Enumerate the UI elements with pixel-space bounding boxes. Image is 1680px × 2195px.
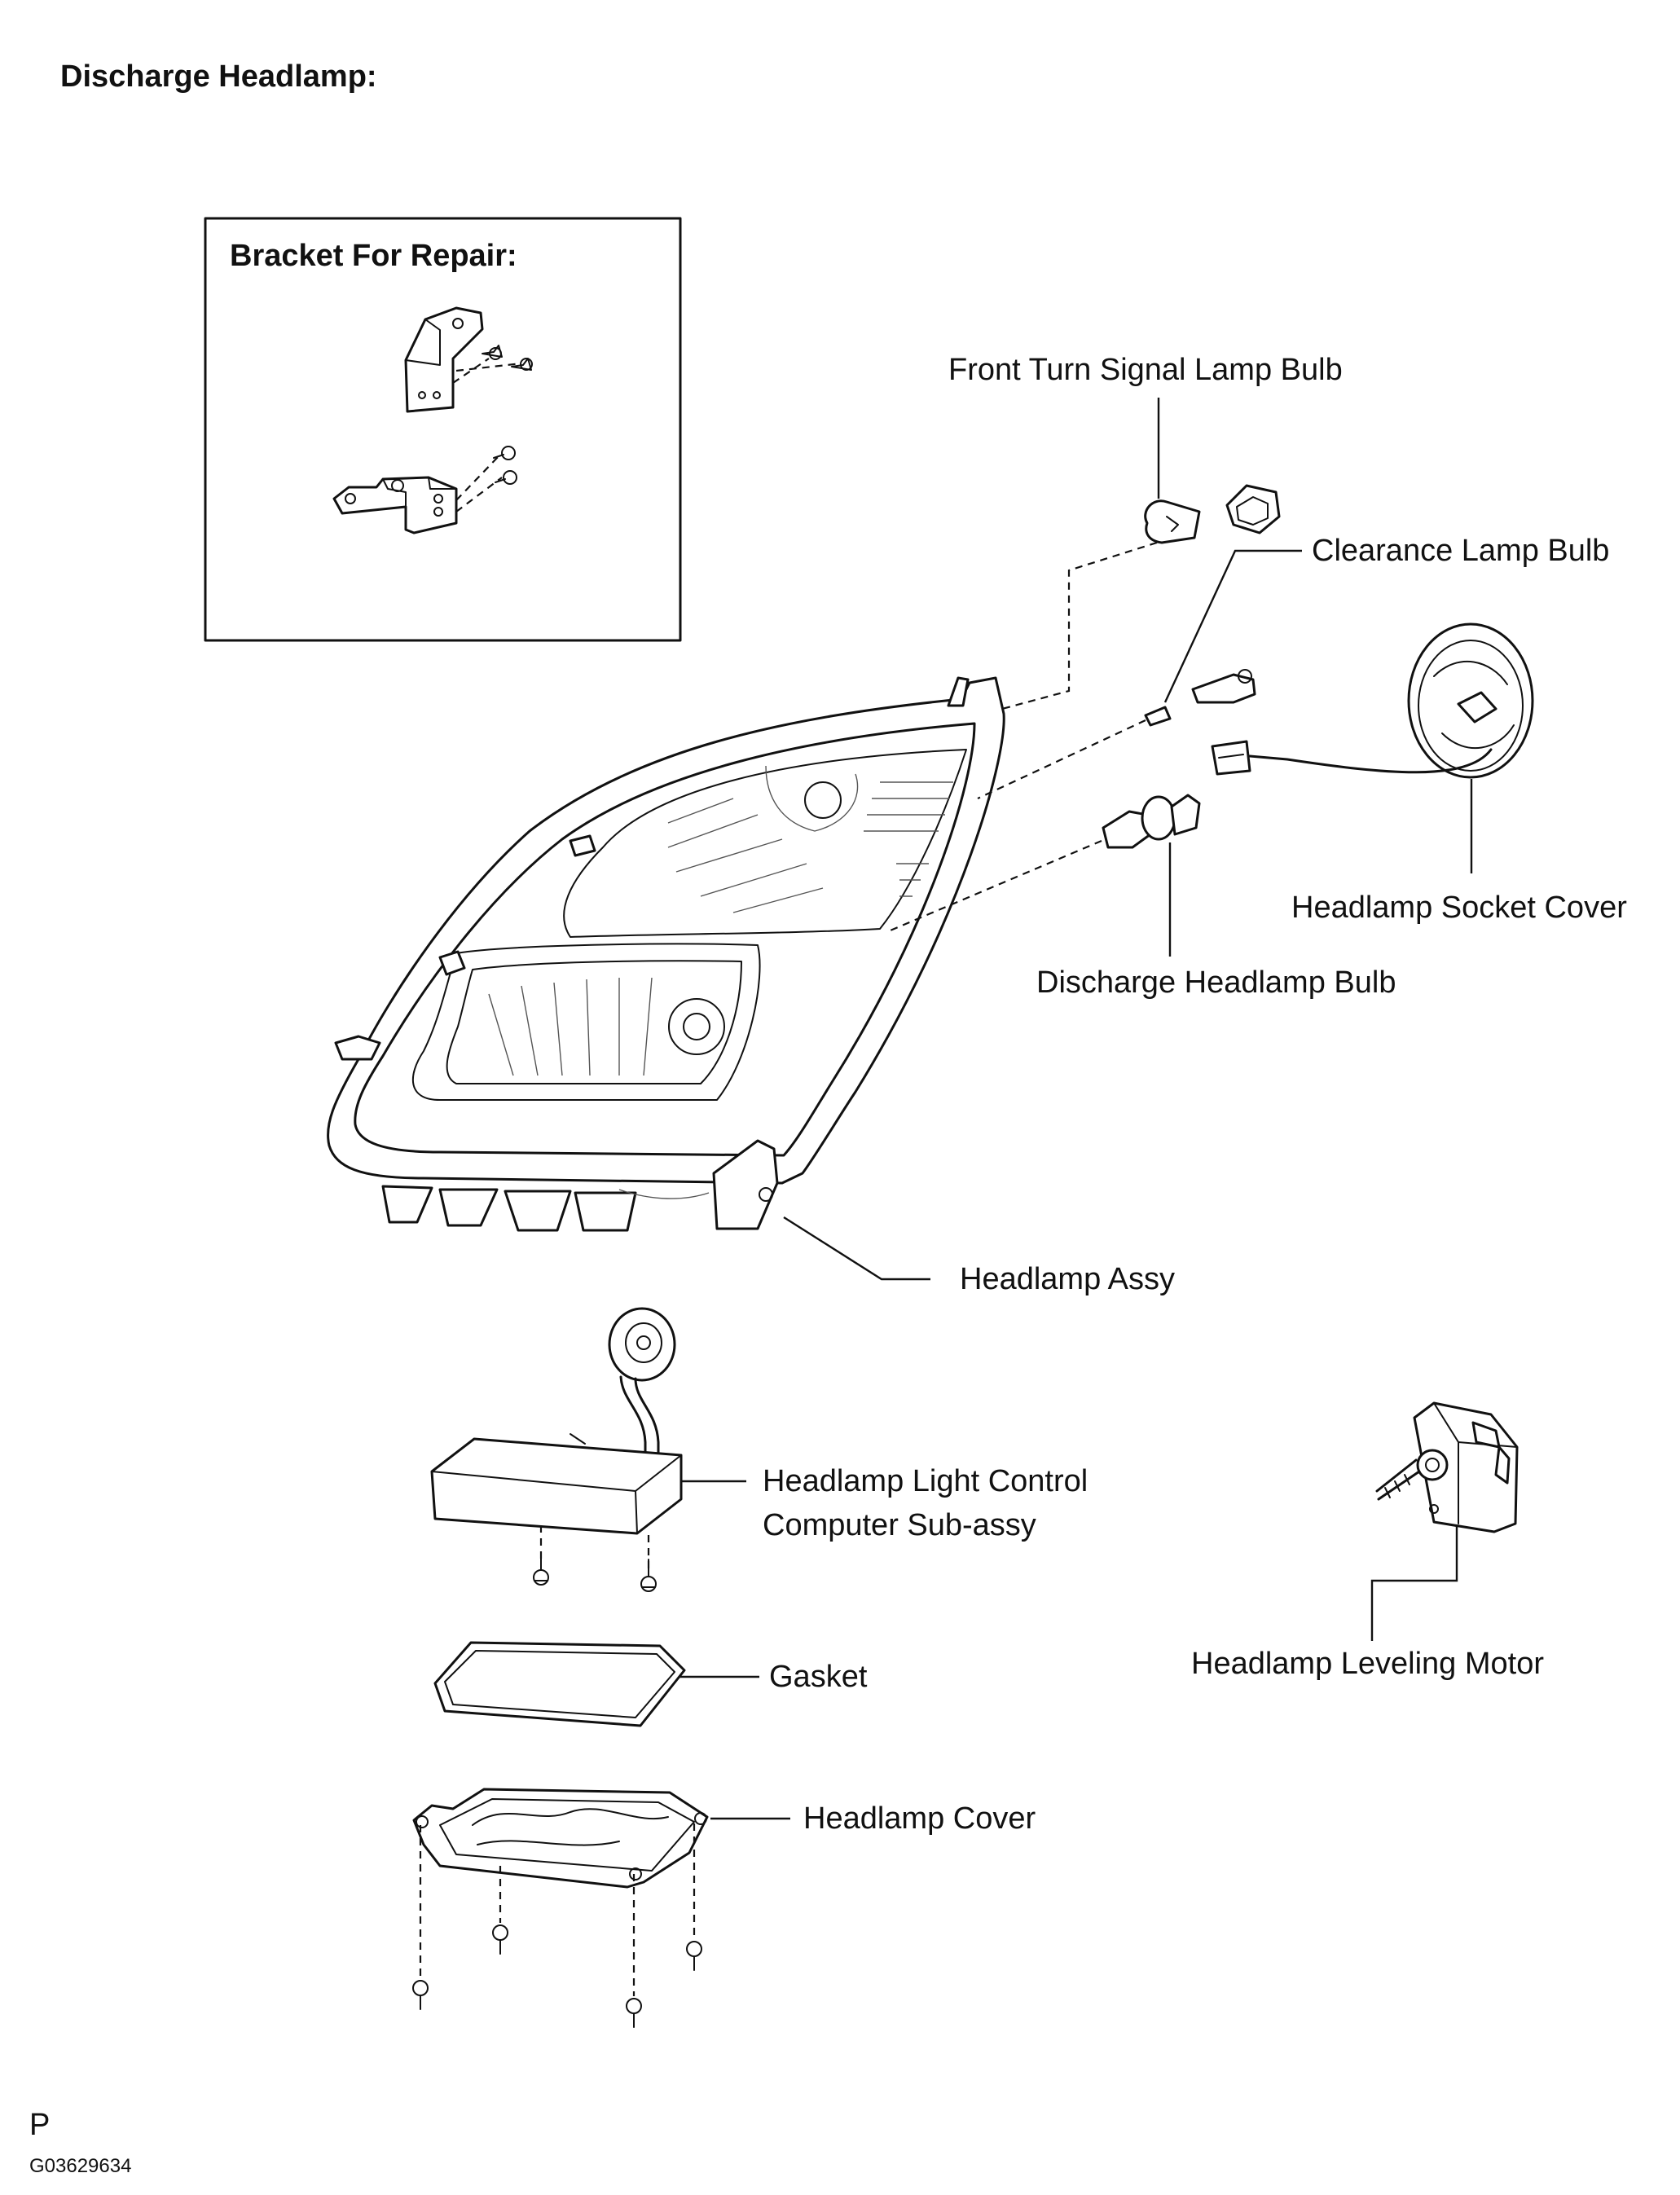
headlamp-assy-leader [783, 1216, 930, 1281]
cover-screw-3 [626, 1998, 642, 2028]
repair-bracket-lower [332, 446, 517, 534]
leveling-motor-drawing [1370, 1401, 1519, 1641]
footer-letter: P [29, 2108, 50, 2142]
inset-frame [204, 217, 682, 642]
bracket-screw-3 [501, 446, 516, 460]
computer-screw-2 [640, 1559, 657, 1592]
discharge-bulb-drawing [886, 794, 1201, 957]
headlamp-cover-drawing [412, 1788, 790, 2028]
bracket-screw-1 [482, 345, 503, 360]
cover-screw-4 [686, 1941, 702, 1971]
label-discharge-bulb: Discharge Headlamp Bulb [1036, 966, 1396, 1000]
bracket-screw-2 [511, 358, 533, 371]
socket-cover-drawing [1211, 622, 1534, 873]
gasket-drawing [433, 1641, 759, 1727]
cover-screw-1 [412, 1980, 429, 2010]
computer-screw-1 [533, 1552, 549, 1586]
bracket-screw-4 [503, 470, 517, 485]
control-computer-drawing [430, 1307, 746, 1592]
label-turn-signal-bulb: Front Turn Signal Lamp Bulb [948, 353, 1343, 387]
cover-screw-2 [492, 1924, 508, 1955]
label-clearance-bulb: Clearance Lamp Bulb [1312, 534, 1609, 568]
label-socket-cover: Headlamp Socket Cover [1291, 891, 1627, 925]
inset-title: Bracket For Repair: [230, 239, 517, 273]
label-control-computer-line1: Headlamp Light Control [763, 1464, 1088, 1498]
label-headlamp-assy: Headlamp Assy [960, 1262, 1175, 1296]
label-control-computer-line2: Computer Sub-assy [763, 1508, 1036, 1542]
figure-code: G03629634 [29, 2155, 131, 2177]
page-title: Discharge Headlamp: [60, 59, 377, 94]
turn-signal-bulb-drawing [1001, 398, 1281, 710]
label-gasket: Gasket [769, 1660, 868, 1694]
bracket-inset: Bracket For Repair: [204, 217, 682, 642]
label-leveling-motor: Headlamp Leveling Motor [1191, 1647, 1544, 1681]
label-headlamp-cover: Headlamp Cover [803, 1801, 1036, 1836]
headlamp-assy-drawing [327, 676, 1005, 1232]
repair-bracket-upper [404, 306, 533, 413]
clearance-bulb-drawing [977, 549, 1302, 799]
